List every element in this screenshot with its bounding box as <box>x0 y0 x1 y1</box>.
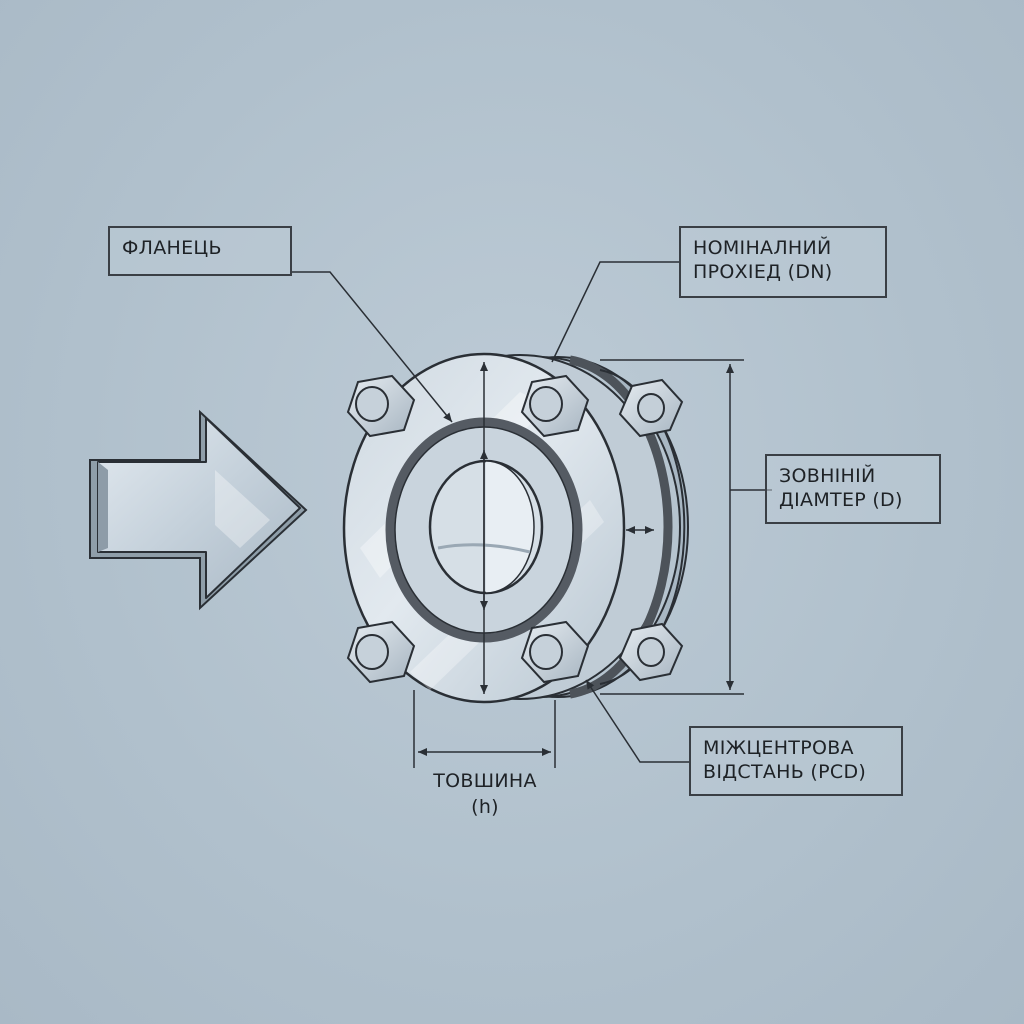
flange-label: ФЛАНЕЦЬ <box>108 226 292 276</box>
flange-label-text: ФЛАНЕЦЬ <box>122 237 222 259</box>
outer-diameter-label: ЗОВНІНІЙ ДІАМТЕР (D) <box>765 454 941 524</box>
outer-diameter-line2: ДІАМТЕР (D) <box>779 489 903 511</box>
hex-bolt-icon <box>346 620 416 684</box>
hex-bolt-icon <box>346 374 416 438</box>
hex-bolt-icon <box>618 378 684 438</box>
hex-bolt-icon <box>520 374 590 438</box>
pcd-line2: ВІДСТАНЬ (PCD) <box>703 761 867 783</box>
pcd-line1: МІЖЦЕНТРОВА <box>703 737 854 759</box>
pcd-leader-line <box>585 679 690 763</box>
thickness-dimension <box>413 690 556 768</box>
nominal-bore-label: НОМІНАЛНИЙ ПРОХІЕД (DN) <box>679 226 887 298</box>
nominal-bore-leader-line <box>551 261 680 363</box>
flange-leader-line <box>290 271 453 423</box>
hex-bolt-icon <box>520 620 590 684</box>
outer-diameter-dimension <box>600 359 772 695</box>
pcd-label: МІЖЦЕНТРОВА ВІДСТАНЬ (PCD) <box>689 726 903 796</box>
outer-diameter-line1: ЗОВНІНІЙ <box>779 465 876 487</box>
thickness-line1: ТОВШИНА <box>433 770 537 792</box>
nominal-bore-line2: ПРОХІЕД (DN) <box>693 261 833 283</box>
thickness-label: ТОВШИНА (h) <box>410 768 560 820</box>
flow-direction-arrow-icon <box>89 409 308 611</box>
hex-bolt-icon <box>618 622 684 682</box>
thickness-line2: (h) <box>471 796 499 818</box>
nominal-bore-line1: НОМІНАЛНИЙ <box>693 237 832 259</box>
